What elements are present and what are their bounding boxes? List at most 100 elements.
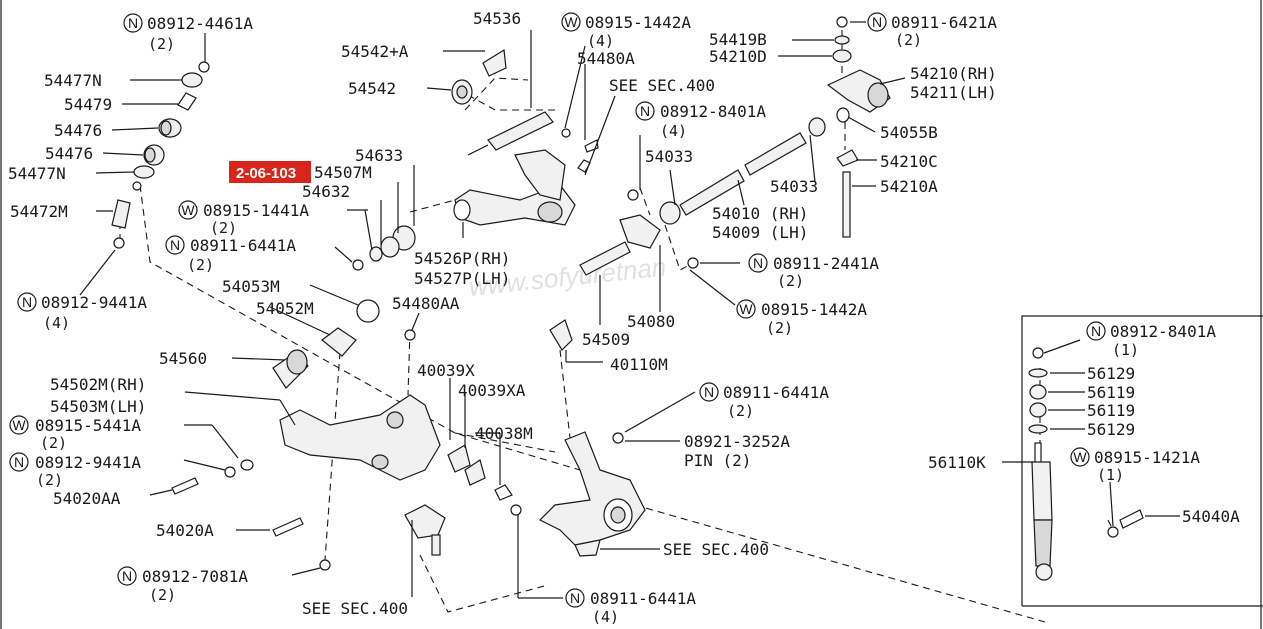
label-54527P: 54527P(LH): [414, 269, 510, 288]
reference-badge-text[interactable]: 2-06-103: [236, 165, 296, 182]
label-54010: 54010 (RH): [712, 204, 808, 223]
svg-text:N: N: [1091, 323, 1101, 339]
symbol-circles: N N W W N N N N W W N N N N N W: [9, 12, 1106, 608]
svg-text:W: W: [739, 301, 753, 317]
label-54507M: 54507M: [314, 163, 372, 182]
label-see-sec400-c: SEE SEC.400: [663, 540, 769, 559]
label-54053M: 54053M: [222, 277, 280, 296]
qty-label: (2): [210, 219, 237, 237]
label-08915-1442A-mid: 08915-1442A: [761, 300, 867, 319]
svg-text:N: N: [22, 294, 32, 310]
svg-text:W: W: [12, 417, 26, 433]
label-pin: PIN (2): [684, 451, 751, 470]
left-stack-parts: [111, 61, 210, 249]
qty-label: (2): [895, 31, 922, 49]
label-08912-8401A-box: 08912-8401A: [1110, 322, 1216, 341]
label-08915-1441A: 08915-1441A: [203, 201, 309, 220]
label-08911-2441A: 08911-2441A: [773, 254, 879, 273]
nut-symbol-icon: N: [123, 13, 143, 33]
nut-symbol-icon: N: [748, 253, 768, 273]
label-54633: 54633: [355, 146, 403, 165]
qty-label: (2): [727, 402, 754, 420]
label-08911-6421A: 08911-6421A: [891, 13, 997, 32]
svg-text:N: N: [122, 568, 132, 584]
qty-label: (2): [149, 586, 176, 604]
reference-badge[interactable]: 2-06-103: [229, 161, 311, 183]
qty-label: (4): [592, 608, 619, 626]
qty-label: (4): [587, 32, 614, 50]
label-54040A: 54040A: [1182, 507, 1240, 526]
label-08921-3252A: 08921-3252A: [684, 432, 790, 451]
label-54080: 54080: [627, 312, 675, 331]
svg-text:N: N: [170, 237, 180, 253]
washer-symbol-icon: W: [561, 12, 581, 32]
leader-lines: [79, 21, 1180, 599]
label-54210RH: 54210(RH): [910, 64, 997, 83]
nut-symbol-icon: N: [867, 12, 887, 32]
knuckle-parts: [538, 319, 646, 557]
upper-right-parts: [826, 16, 891, 238]
label-54033-b: 54033: [770, 177, 818, 196]
lower-arm-parts: [171, 327, 522, 571]
label-08912-4461A: 08912-4461A: [147, 14, 253, 33]
nut-symbol-icon: N: [165, 235, 185, 255]
label-08915-5441A: 08915-5441A: [35, 416, 141, 435]
label-56129-b: 56129: [1087, 420, 1135, 439]
label-54020A: 54020A: [156, 521, 214, 540]
svg-text:N: N: [704, 384, 714, 400]
qty-label: (4): [660, 122, 687, 140]
label-54542A: 54542+A: [341, 42, 409, 61]
label-08915-1442A-top: 08915-1442A: [585, 13, 691, 32]
label-54210D: 54210D: [709, 47, 767, 66]
label-54479: 54479: [64, 95, 112, 114]
svg-text:N: N: [872, 14, 882, 30]
label-54009: 54009 (LH): [712, 223, 808, 242]
label-54477N-bot: 54477N: [8, 164, 66, 183]
nut-symbol-icon: N: [565, 588, 585, 608]
label-see-sec400-b: SEE SEC.400: [302, 599, 408, 618]
qty-label: (4): [43, 314, 70, 332]
qty-label: (1): [1112, 341, 1139, 359]
label-54210A: 54210A: [880, 177, 938, 196]
upper-arm-parts: [352, 48, 599, 271]
label-40110M: 40110M: [610, 355, 668, 374]
label-40039X: 40039X: [417, 361, 475, 380]
qty-label: (2): [777, 272, 804, 290]
reference-badge-box[interactable]: [229, 161, 311, 183]
washer-symbol-icon: W: [736, 299, 756, 319]
label-40039XA: 40039XA: [458, 381, 526, 400]
svg-text:N: N: [640, 103, 650, 119]
label-40038M: 40038M: [475, 424, 533, 443]
label-54503M: 54503M(LH): [50, 397, 146, 416]
label-54480A: 54480A: [577, 49, 635, 68]
label-54472M: 54472M: [10, 202, 68, 221]
qty-label: (2): [187, 256, 214, 274]
washer-symbol-icon: W: [9, 415, 29, 435]
label-54020AA: 54020AA: [53, 489, 121, 508]
label-see-sec400-a: SEE SEC.400: [609, 76, 715, 95]
label-54509: 54509: [582, 330, 630, 349]
label-54476-a: 54476: [54, 121, 102, 140]
label-08911-6441A-bot: 08911-6441A: [590, 589, 696, 608]
label-54211LH: 54211(LH): [910, 83, 997, 102]
svg-text:W: W: [564, 14, 578, 30]
qty-label: (1): [1097, 466, 1124, 484]
nut-symbol-icon: N: [9, 452, 29, 472]
label-08912-9441A-bot: 08912-9441A: [35, 453, 141, 472]
nut-symbol-icon: N: [17, 292, 37, 312]
label-08912-7081A: 08912-7081A: [142, 567, 248, 586]
label-54502M: 54502M(RH): [50, 375, 146, 394]
svg-text:N: N: [14, 454, 24, 470]
label-08912-8401A-top: 08912-8401A: [660, 102, 766, 121]
label-54052M: 54052M: [256, 299, 314, 318]
label-08911-6441A-left: 08911-6441A: [190, 236, 296, 255]
label-54542: 54542: [348, 79, 396, 98]
nut-symbol-icon: N: [117, 566, 137, 586]
label-08915-1421A: 08915-1421A: [1094, 448, 1200, 467]
label-54477N-top: 54477N: [44, 71, 102, 90]
shock-box: [1021, 315, 1263, 607]
label-54055B: 54055B: [880, 123, 938, 142]
label-08911-6441A-mid: 08911-6441A: [723, 383, 829, 402]
nut-symbol-icon: N: [1086, 321, 1106, 341]
